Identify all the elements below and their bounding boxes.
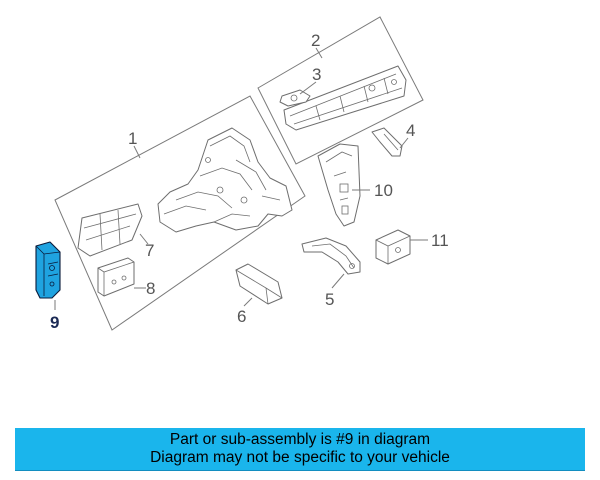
- parts-diagram: 1 2 3 4 10 11 5 6 7 8 9: [35, 16, 449, 332]
- leader-lines: [54, 47, 428, 310]
- part-1-apron-assembly[interactable]: [157, 127, 293, 233]
- part-10-panel[interactable]: [317, 143, 361, 227]
- label-part-11: 11: [431, 231, 449, 250]
- label-part-3: 3: [312, 65, 321, 84]
- label-part-7: 7: [145, 241, 154, 260]
- group-box-part-2: [257, 16, 424, 165]
- part-9-highlighted-bracket[interactable]: [35, 241, 61, 299]
- info-banner: Part or sub-assembly is #9 in diagram Di…: [15, 428, 585, 471]
- part-3-plate[interactable]: [279, 89, 311, 107]
- label-part-2: 2: [311, 31, 320, 50]
- label-part-5: 5: [325, 290, 334, 309]
- label-part-10: 10: [374, 181, 393, 200]
- banner-line-1: Part or sub-assembly is #9 in diagram: [169, 431, 431, 448]
- group-box-part-1: [54, 95, 306, 331]
- part-4-bracket[interactable]: [371, 127, 403, 157]
- part-6-lower-bracket[interactable]: [235, 263, 283, 305]
- part-8-plate[interactable]: [97, 257, 135, 297]
- label-part-6: 6: [237, 307, 246, 326]
- part-5-brace[interactable]: [301, 237, 361, 275]
- part-2-upper-rail[interactable]: [283, 65, 407, 131]
- label-part-1: 1: [128, 129, 137, 148]
- banner-line-2: Diagram may not be specific to your vehi…: [150, 449, 450, 466]
- part-7-rail[interactable]: [77, 203, 143, 257]
- label-part-9: 9: [50, 313, 59, 332]
- label-part-8: 8: [146, 279, 155, 298]
- label-part-4: 4: [406, 121, 415, 140]
- part-11-mount[interactable]: [375, 229, 411, 265]
